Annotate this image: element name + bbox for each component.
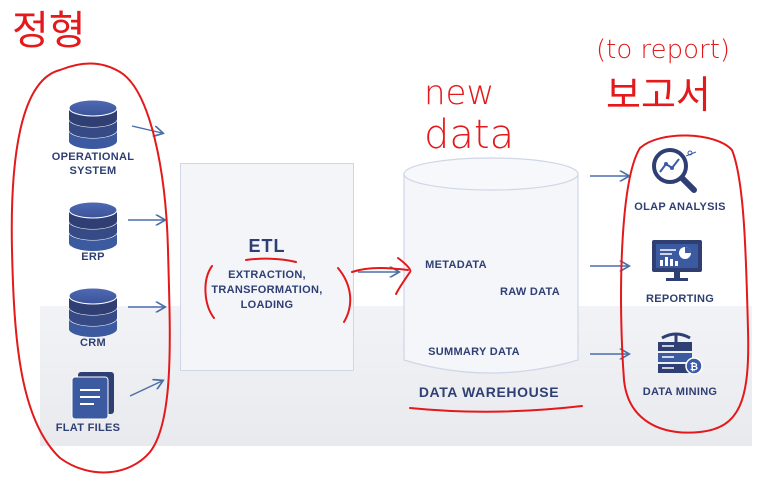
etl-box: ETL EXTRACTION, TRANSFORMATION, LOADING [180,163,354,371]
note-to-report: (to report) [596,35,730,65]
note-left: 정형 [12,8,86,54]
background-band [40,306,752,446]
etl-hand-arrowhead [395,257,412,295]
label-summary-data: SUMMARY DATA [428,346,520,358]
svg-text:₿: ₿ [690,361,698,373]
olap-magnifier-icon [652,148,697,193]
label-erp: ERP [81,251,105,263]
label-crm: CRM [80,337,106,349]
data-mining-server-icon: ₿ [658,332,703,375]
label-reporting: REPORTING [645,293,715,305]
flat-files-icon [71,372,114,420]
handwritten-annotations [10,62,750,474]
label-data-mining: DATA MINING [642,386,718,398]
label-flat-files: FLAT FILES [55,422,121,434]
note-report-korean: 보고서 [606,73,711,117]
arrow-operational [131,125,162,133]
label-metadata: METADATA [425,259,487,271]
data-warehouse-cylinder [403,157,579,374]
outputs-loop [620,134,750,434]
dw-underline [409,405,583,413]
operational-system-db-icon [68,99,118,149]
reporting-monitor-icon [652,240,702,281]
etl-hand-arrow [351,267,409,273]
data-warehouse-title: DATA WAREHOUSE [418,384,560,400]
etl-subtitle: EXTRACTION, TRANSFORMATION, LOADING [211,269,323,311]
arrow-flat-files [129,381,162,397]
etl-underline [245,257,297,263]
label-olap-analysis: OLAP ANALYSIS [634,201,726,213]
label-operational-system: OPERATIONAL SYSTEM [51,151,135,177]
note-new: new [424,73,494,113]
crm-db-icon [68,287,118,337]
sources-loop [10,62,171,474]
etl-title: ETL [248,236,286,256]
erp-db-icon [68,201,118,251]
handwritten-text: 정형 new data (to report) 보고서 [12,8,730,158]
label-raw-data: RAW DATA [499,286,561,298]
etl-right-bracket [337,267,352,323]
etl-left-bracket [204,265,215,319]
note-data: data [424,112,514,158]
